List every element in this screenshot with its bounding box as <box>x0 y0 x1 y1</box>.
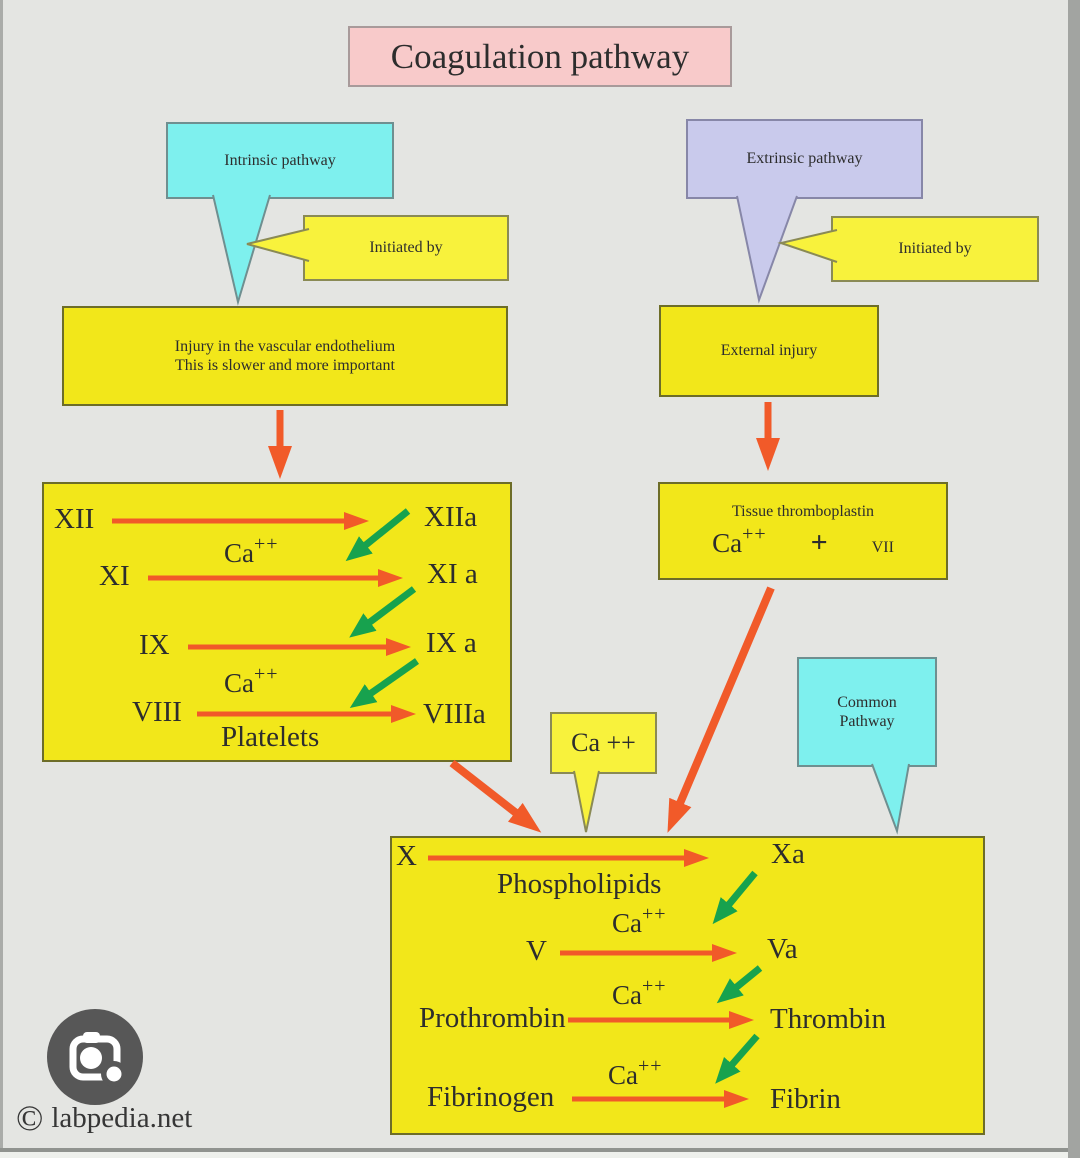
fibrinogen-label: Fibrinogen <box>427 1081 555 1113</box>
extrinsic-pathway-label: Extrinsic pathway <box>746 150 863 167</box>
factor-xi-label: XI <box>99 560 130 592</box>
tissue-ca: Ca++ <box>712 522 767 558</box>
cofactor-ca-label: Ca++ <box>612 903 667 938</box>
bottom-divider <box>0 1148 1080 1152</box>
calcium-callout-tail <box>573 770 600 833</box>
title-banner: Coagulation pathway <box>348 26 732 87</box>
extrinsic-pathway-callout: Extrinsic pathway <box>686 119 923 199</box>
phospholipids-label: Phospholipids <box>497 868 662 900</box>
initiated-by-right-callout: Initiated by <box>831 216 1039 282</box>
factor-xia-label: XI a <box>427 558 478 590</box>
cofactor-ca-label: Ca++ <box>608 1055 663 1090</box>
common-pathway-line2: Pathway <box>839 713 895 730</box>
tissue-title: Tissue thromboplastin <box>731 502 875 520</box>
common-pathway-line1: Common <box>837 693 897 711</box>
cofactor-ca-label: Ca++ <box>612 975 667 1010</box>
factor-x-label: X <box>396 840 417 872</box>
factor-xii-label: XII <box>54 503 95 535</box>
factor-viiia-label: VIIIa <box>423 698 486 730</box>
cofactor-ca-label: Ca++ <box>224 533 279 568</box>
fibrin-label: Fibrin <box>770 1083 841 1115</box>
arrow-intrinsic-to-common <box>449 759 542 833</box>
factor-v-label: V <box>526 935 547 967</box>
external-injury-label: External injury <box>720 342 818 359</box>
extrinsic-callout-tail <box>736 195 798 304</box>
prothrombin-label: Prothrombin <box>419 1002 566 1034</box>
common-pathway-callout: Common Pathway <box>797 657 937 767</box>
tissue-vii: VII <box>871 538 894 556</box>
factor-viii-label: VIII <box>132 696 182 728</box>
injury-node: Injury in the vascular endothelium This … <box>62 306 508 406</box>
external-injury-node: External injury <box>659 305 879 397</box>
factor-xa-label: Xa <box>771 838 805 870</box>
intrinsic-callout-tail <box>212 194 271 306</box>
common-cascade-box <box>390 836 985 1135</box>
intrinsic-pathway-label: Intrinsic pathway <box>224 151 336 169</box>
tissue-formula: Ca++ + VII <box>712 522 894 560</box>
factor-va-label: Va <box>767 933 798 965</box>
initiated-left-pointer <box>246 228 310 262</box>
tissue-thromboplastin-node: Tissue thromboplastin Ca++ + VII <box>658 482 948 580</box>
initiated-right-pointer <box>777 229 838 263</box>
google-lens-button[interactable] <box>47 1009 143 1105</box>
factor-ixa-label: IX a <box>426 627 477 659</box>
cofactor-ca-label: Ca++ <box>224 663 279 698</box>
common-callout-tail <box>871 763 910 835</box>
injury-line1: Injury in the vascular endothelium <box>174 337 396 355</box>
left-edge-border <box>0 0 3 1158</box>
bottom-margin <box>0 1152 1080 1158</box>
calcium-callout: Ca ++ <box>550 712 657 774</box>
initiated-by-left-callout: Initiated by <box>303 215 509 281</box>
arrow-extrinsic-to-common <box>667 586 775 833</box>
watermark: © labpedia.net <box>16 1100 192 1136</box>
copyright-icon: © <box>16 1098 44 1138</box>
intrinsic-pathway-callout: Intrinsic pathway <box>166 122 394 199</box>
tissue-plus: + <box>810 525 828 559</box>
thrombin-label: Thrombin <box>770 1003 886 1035</box>
injury-line2: This is slower and more important <box>175 357 395 374</box>
platelets-label: Platelets <box>221 721 320 753</box>
camera-lens-icon <box>69 1032 127 1087</box>
title-text: Coagulation pathway <box>390 36 690 76</box>
initiated-by-left-label: Initiated by <box>369 239 443 256</box>
factor-ix-label: IX <box>139 629 170 661</box>
factor-xiia-label: XIIa <box>424 501 478 533</box>
calcium-callout-label: Ca ++ <box>571 728 636 757</box>
watermark-text: labpedia.net <box>51 1101 193 1134</box>
scrollbar[interactable] <box>1068 0 1080 1158</box>
initiated-by-right-label: Initiated by <box>898 240 972 257</box>
